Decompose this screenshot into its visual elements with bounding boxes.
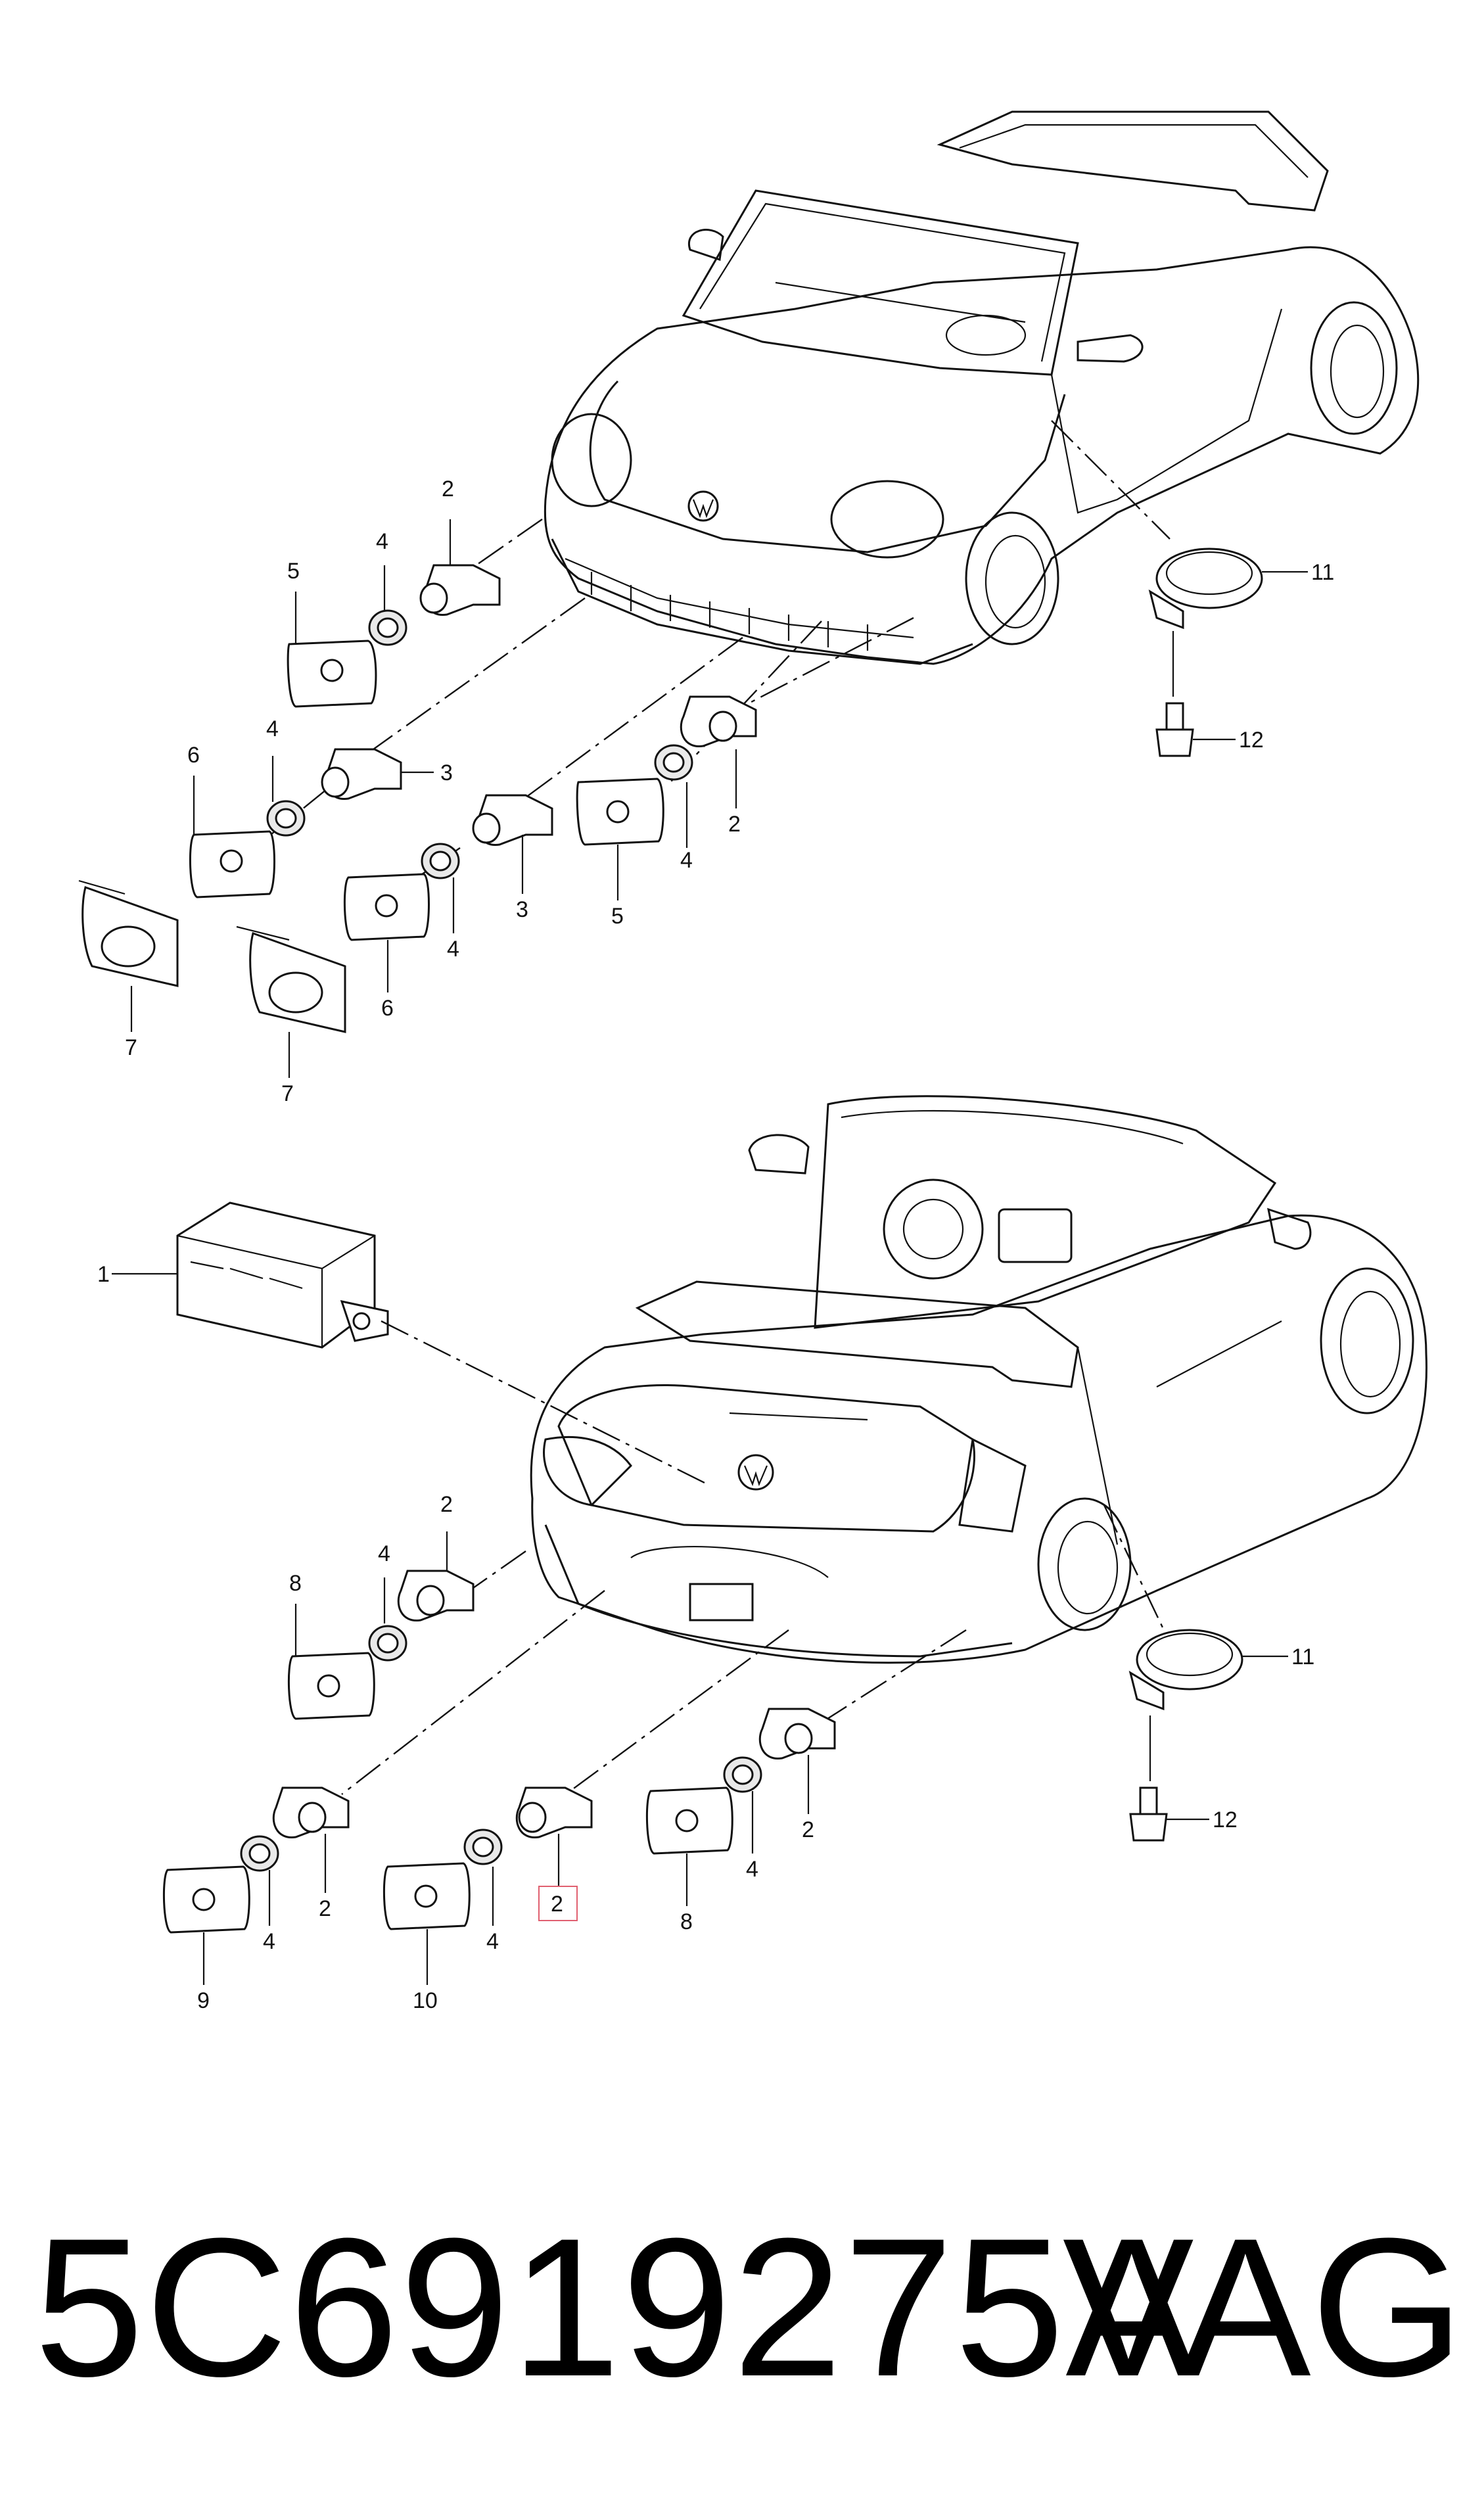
callout-4: 4 [263, 1929, 275, 1954]
rear-bracket-9 [162, 1865, 250, 1934]
front-sensor-2a[interactable] [419, 564, 501, 616]
rear-grommet-4h [723, 1756, 762, 1793]
rear-callouts: 1 2 4 8 2 4 9 2 4 10 2 4 8 11 12 [97, 1262, 1314, 2013]
callout-3: 3 [516, 897, 528, 922]
rear-bracket-8a [287, 1652, 375, 1720]
callout-8: 8 [680, 1909, 693, 1934]
callout-3: 3 [440, 760, 453, 785]
front-screw-12 [1155, 702, 1194, 757]
front-grommet-4a [368, 609, 407, 646]
callout-2: 2 [319, 1896, 331, 1921]
rear-sensor-2-highlighted[interactable] [515, 1786, 593, 1838]
front-bracket-6a [189, 830, 275, 898]
rear-sensor-2d[interactable] [272, 1786, 350, 1838]
callout-2-highlighted: 2 [551, 1892, 563, 1917]
front-holder-7a [78, 879, 179, 987]
front-grommet-4b [266, 800, 306, 837]
front-sensor-3a[interactable] [321, 748, 402, 800]
rear-car-illustration [530, 1095, 1427, 1664]
rear-screw-12 [1129, 1786, 1168, 1842]
callout-7: 7 [281, 1081, 294, 1106]
front-grommet-4d [421, 843, 460, 879]
callout-4: 4 [486, 1929, 499, 1954]
part-number: 5C6919275A [34, 2197, 1199, 2417]
parking-aid-control-unit-1 [176, 1201, 389, 1349]
callout-4: 4 [680, 848, 693, 873]
front-buzzer-11 [1148, 548, 1263, 630]
callout-7: 7 [125, 1035, 137, 1060]
rear-grommet-4f [240, 1835, 279, 1872]
callout-4: 4 [447, 937, 459, 962]
callout-11: 11 [1311, 560, 1334, 585]
front-holder-7b [236, 925, 346, 1033]
callout-1: 1 [97, 1262, 110, 1287]
rear-grommet-4e [368, 1625, 407, 1662]
front-car-illustration [544, 110, 1420, 665]
callout-4: 4 [378, 1541, 390, 1566]
callout-4: 4 [746, 1857, 758, 1882]
rear-buzzer-11 [1128, 1629, 1243, 1711]
parts-diagram: 2 4 5 3 4 6 7 2 4 5 3 4 6 7 11 12 [78, 110, 1427, 2013]
rear-bracket-8b [645, 1786, 733, 1855]
callout-5: 5 [287, 559, 300, 584]
front-sensor-2b[interactable] [680, 695, 757, 747]
rear-sensor-2c[interactable] [397, 1570, 475, 1621]
callout-8: 8 [289, 1571, 302, 1596]
callout-5: 5 [611, 904, 624, 929]
callout-2: 2 [728, 812, 741, 837]
callout-2: 2 [802, 1817, 814, 1842]
rear-grommet-4g [463, 1829, 503, 1865]
callout-2: 2 [442, 477, 454, 501]
callout-11: 11 [1291, 1644, 1314, 1669]
front-callouts: 2 4 5 3 4 6 7 2 4 5 3 4 6 7 11 12 [125, 477, 1334, 1106]
front-bracket-6b [343, 873, 430, 941]
callout-12: 12 [1213, 1807, 1238, 1832]
brand-label: VAG [1062, 2197, 1464, 2417]
callout-2: 2 [440, 1492, 453, 1517]
front-grommet-4c [654, 744, 693, 781]
callout-9: 9 [197, 1988, 210, 2013]
front-bracket-5a [287, 640, 377, 708]
front-bracket-5b [576, 778, 664, 846]
rear-bracket-10 [383, 1862, 471, 1930]
callout-4: 4 [376, 529, 388, 554]
highlight-box [538, 1886, 578, 1921]
callout-6: 6 [381, 996, 394, 1021]
rear-sensor-2f[interactable] [758, 1708, 836, 1760]
rear-callout-ticks [112, 1272, 1288, 1985]
callout-10: 10 [413, 1988, 438, 2013]
front-sensor-3b[interactable] [472, 794, 553, 846]
callout-12: 12 [1239, 728, 1264, 753]
callout-4: 4 [266, 716, 279, 741]
front-callout-ticks [130, 519, 1308, 1078]
callout-6: 6 [187, 743, 200, 768]
